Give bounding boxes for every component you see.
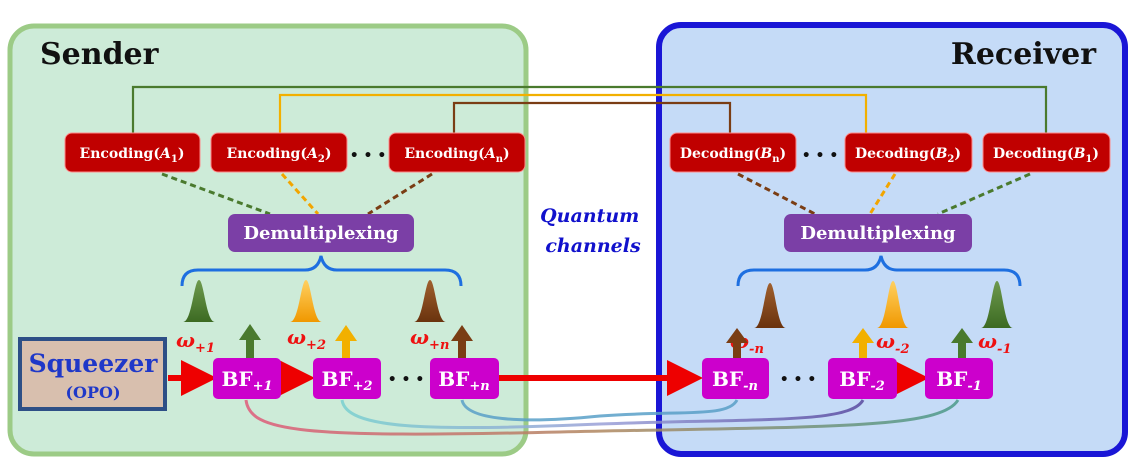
channel-curve-1 xyxy=(244,399,960,436)
svg-text:Encoding(An): Encoding(An) xyxy=(404,146,509,165)
encoder-boxes: Encoding(A1) Encoding(A2) Encoding(An) •… xyxy=(64,132,526,173)
receiver-demux-label: Demultiplexing xyxy=(800,223,956,244)
link-line-mode-1 xyxy=(131,85,1048,135)
sender-mode-peaks xyxy=(183,280,446,322)
sender-omega-labels: ω+1 ω+2 ω+n xyxy=(176,325,449,356)
receiver-bf-ellipsis: • • • xyxy=(780,372,817,388)
receiver-title: Receiver xyxy=(951,37,1097,72)
svg-text:BF+2: BF+2 xyxy=(321,367,372,394)
up-arrow-mode-plus-1 xyxy=(239,324,261,369)
up-arrow-mode-plus-2 xyxy=(335,325,357,369)
decoder-box-1: Decoding(B1) xyxy=(982,132,1111,173)
encoding-link-lines xyxy=(131,85,1048,135)
bf-minus-1: BF-1 xyxy=(925,358,993,399)
peak-mode-plus-2 xyxy=(290,280,322,322)
link-line-mode-n xyxy=(452,101,732,135)
svg-text:BF+n: BF+n xyxy=(438,367,489,394)
squeezer-sublabel: (OPO) xyxy=(65,383,120,402)
channel-curve-3 xyxy=(460,399,739,422)
bf-plus-1: BF+1 xyxy=(213,358,281,399)
receiver-up-arrows xyxy=(726,328,973,369)
omega-plus-2: ω+2 xyxy=(287,325,326,353)
receiver-mode-peaks xyxy=(754,281,1013,328)
sender-up-arrows xyxy=(239,324,473,369)
squeezer-label: Squeezer xyxy=(29,349,159,378)
svg-text:Decoding(B2): Decoding(B2) xyxy=(855,146,961,165)
up-arrow-mode-minus-2 xyxy=(852,328,874,369)
bf-minus-2: BF-2 xyxy=(828,358,897,399)
bottom-channel-curves xyxy=(244,399,960,436)
encoder-box-1: Encoding(A1) xyxy=(64,132,201,173)
up-arrow-mode-minus-1 xyxy=(951,328,973,369)
peak-mode-minus-n xyxy=(754,283,786,328)
dashed-link-mode-n-rx xyxy=(737,172,816,216)
peak-mode-plus-n xyxy=(414,280,446,322)
decoder-box-n: Decoding(Bn) xyxy=(669,132,797,173)
svg-text:Encoding(A2): Encoding(A2) xyxy=(227,146,332,165)
dashed-link-mode-1-rx xyxy=(937,172,1031,216)
decoder-ellipsis: • • • xyxy=(802,148,839,164)
dashed-link-mode-2 xyxy=(280,172,320,216)
omega-minus-2: ω-2 xyxy=(876,329,910,357)
svg-text:BF-1: BF-1 xyxy=(936,367,982,394)
receiver-bf-boxes: BF-n BF-2 BF-1 xyxy=(702,358,993,399)
bf-plus-2: BF+2 xyxy=(313,358,381,399)
svg-text:BF-n: BF-n xyxy=(712,367,758,394)
receiver-demux: Demultiplexing xyxy=(784,214,972,252)
omega-plus-n: ω+n xyxy=(410,325,449,353)
sender-dashed-links xyxy=(161,172,433,216)
squeezer-box: Squeezer (OPO) xyxy=(18,337,167,411)
link-line-mode-2 xyxy=(278,93,868,135)
up-arrow-mode-plus-n xyxy=(451,325,473,369)
peak-mode-minus-2 xyxy=(877,281,909,328)
receiver-brace xyxy=(736,255,1022,287)
encoder-box-n: Encoding(An) xyxy=(388,132,526,173)
dashed-link-mode-2-rx xyxy=(868,173,897,215)
svg-text:BF-2: BF-2 xyxy=(839,367,885,394)
omega-minus-1: ω-1 xyxy=(978,329,1012,357)
bf-minus-n: BF-n xyxy=(702,358,769,399)
sender-brace xyxy=(180,255,463,287)
dashed-link-mode-n xyxy=(367,172,433,216)
channel-curve-2 xyxy=(340,399,865,430)
svg-text:Decoding(B1): Decoding(B1) xyxy=(993,146,1099,165)
decoder-box-2: Decoding(B2) xyxy=(844,132,973,173)
sender-demux: Demultiplexing xyxy=(228,214,414,252)
sender-bf-boxes: BF+1 BF+2 BF+n xyxy=(213,358,499,399)
peak-mode-minus-1 xyxy=(981,281,1013,328)
encoder-ellipsis: • • • xyxy=(350,148,387,164)
bf-plus-n: BF+n xyxy=(430,358,499,399)
peak-mode-plus-1 xyxy=(183,280,215,322)
quantum-channels-label: Quantum channels xyxy=(540,205,646,257)
sender-demux-label: Demultiplexing xyxy=(243,223,399,244)
sender-title: Sender xyxy=(40,37,160,72)
sender-bf-ellipsis: • • • xyxy=(388,372,425,388)
svg-text:Decoding(Bn): Decoding(Bn) xyxy=(680,146,786,165)
svg-text:Encoding(A1): Encoding(A1) xyxy=(80,146,185,165)
svg-text:BF+1: BF+1 xyxy=(221,367,272,394)
dashed-link-mode-1 xyxy=(161,172,271,216)
encoder-box-2: Encoding(A2) xyxy=(210,132,348,173)
decoder-boxes: Decoding(Bn) Decoding(B2) Decoding(B1) •… xyxy=(669,132,1111,173)
omega-plus-1: ω+1 xyxy=(176,328,215,356)
up-arrow-mode-minus-n xyxy=(726,328,748,369)
receiver-dashed-links xyxy=(737,172,1031,216)
